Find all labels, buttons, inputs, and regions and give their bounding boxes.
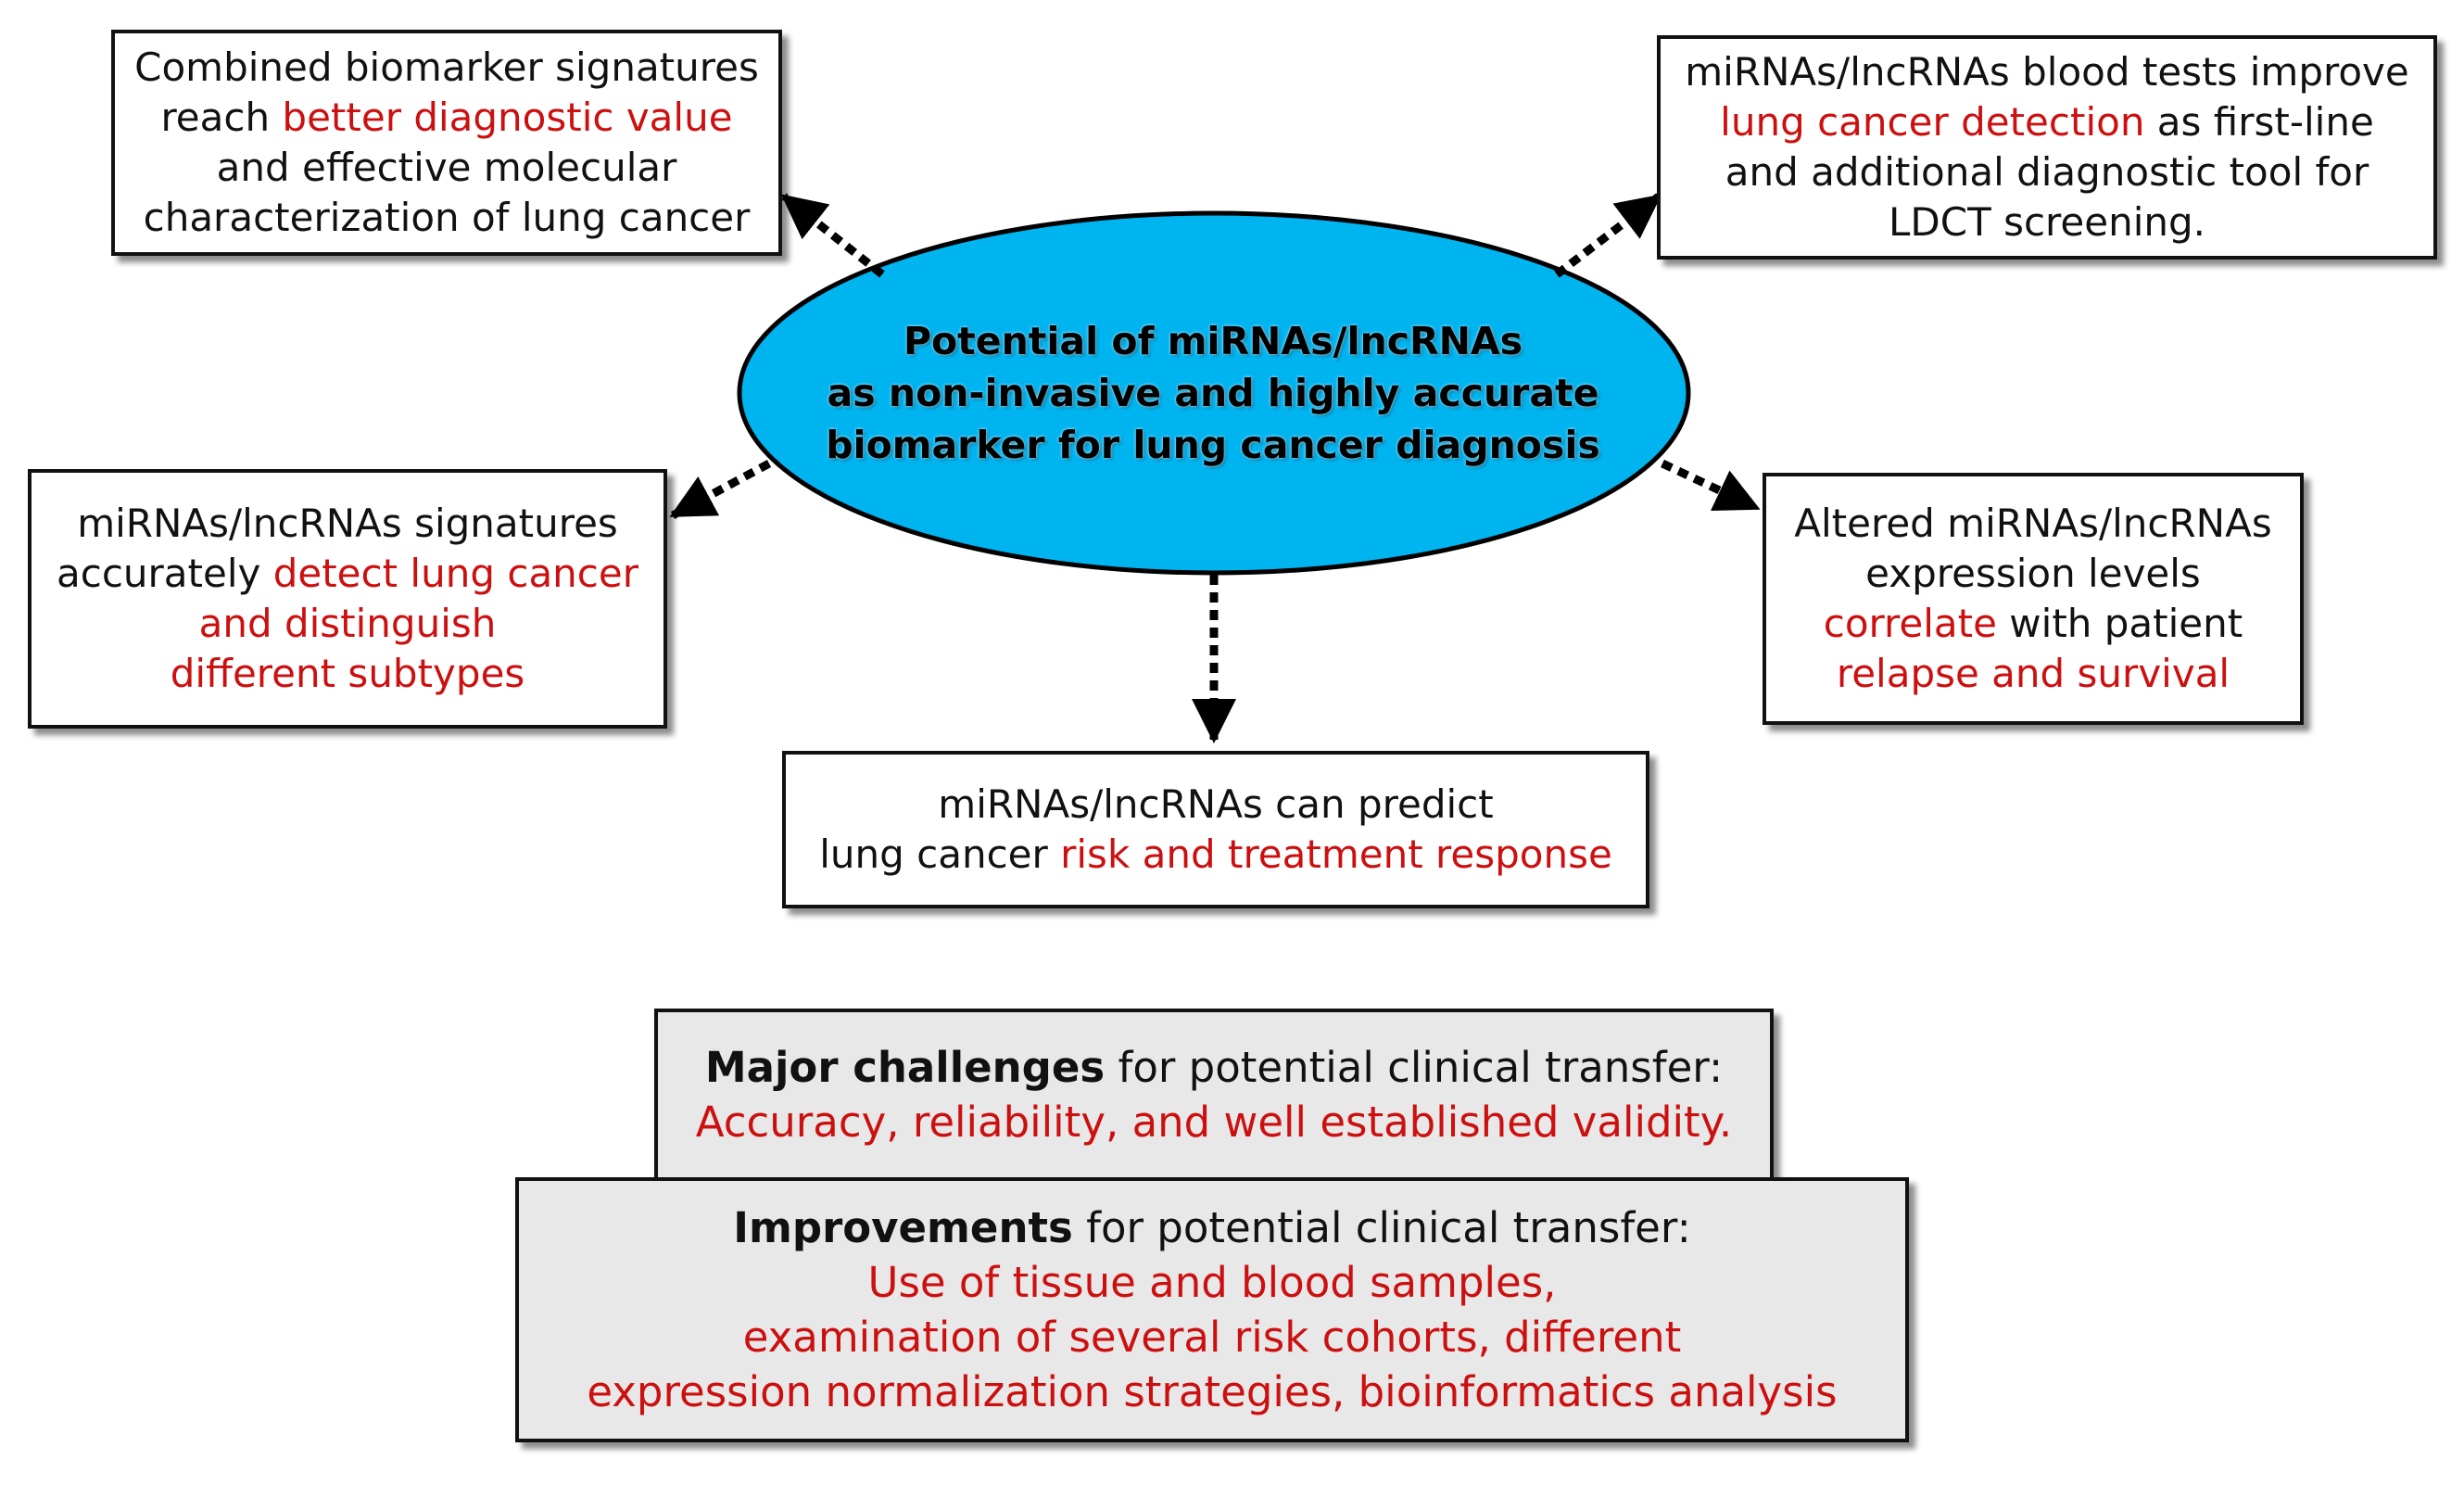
box-line: Major challenges for potential clinical … (696, 1040, 1732, 1095)
box-line: miRNAs/lncRNAs signatures (77, 501, 618, 546)
box-line: LDCT screening. (1889, 199, 2205, 245)
box-line: Combined biomarker signatures (134, 44, 759, 90)
box-line: reach better diagnostic value (134, 93, 759, 143)
hub-line: as non-invasive and highly accurate (827, 371, 1599, 415)
box-line: expression levels (1865, 551, 2201, 596)
box-heading: Major challenges (704, 1043, 1106, 1092)
arrow-to-mid-left (669, 460, 772, 519)
hub-line: biomarker for lung cancer diagnosis (826, 423, 1600, 467)
highlight-text: risk and treatment response (1060, 831, 1612, 877)
box-line: characterization of lung cancer (143, 195, 751, 240)
box-text: reach (160, 95, 283, 140)
highlight-text: lung cancer detection (1720, 99, 2145, 145)
arrow-to-top-right (1554, 193, 1662, 278)
box-text: lung cancer (819, 831, 1061, 877)
hub-label: Potential of miRNAs/lncRNAs as non-invas… (739, 215, 1687, 571)
highlight-line: expression normalization strategies, bio… (587, 1367, 1838, 1416)
highlight-text: better diagnostic value (282, 95, 733, 140)
box-line: miRNAs/lncRNAs can predict (938, 781, 1494, 827)
box-text: as first-line (2144, 99, 2374, 145)
box-text: with patient (1996, 601, 2243, 646)
box-line: correlate with patient (1794, 599, 2271, 649)
highlight-line: Accuracy, reliability, and well establis… (695, 1098, 1733, 1147)
box-line: Altered miRNAs/lncRNAs (1794, 501, 2272, 546)
box-predict-risk: miRNAs/lncRNAs can predict lung cancer r… (782, 751, 1649, 908)
box-text: accurately (56, 551, 273, 596)
highlight-text: correlate (1823, 601, 1997, 646)
highlight-line: relapse and survival (1836, 651, 2230, 696)
highlight-line: examination of several risk cohorts, dif… (742, 1313, 1682, 1362)
box-signatures-detect: miRNAs/lncRNAs signatures accurately det… (28, 469, 667, 729)
box-expression-levels: Altered miRNAs/lncRNAs expression levels… (1763, 473, 2304, 725)
box-line: and additional diagnostic tool for (1725, 149, 2369, 195)
box-combined-signatures: Combined biomarker signatures reach bett… (111, 30, 782, 256)
highlight-text: detect lung cancer (272, 551, 639, 596)
box-blood-tests: miRNAs/lncRNAs blood tests improve lung … (1657, 35, 2437, 260)
highlight-line: and distinguish (198, 601, 497, 646)
box-improvements: Improvements for potential clinical tran… (515, 1177, 1909, 1442)
arrow-to-top-left (780, 193, 885, 278)
highlight-line: Use of tissue and blood samples, (867, 1258, 1557, 1307)
box-text: for potential clinical transfer: (1105, 1043, 1724, 1092)
box-line: and effective molecular (216, 145, 677, 190)
box-line: lung cancer detection as first-line (1685, 97, 2409, 147)
highlight-line: different subtypes (170, 651, 525, 696)
box-line: Improvements for potential clinical tran… (587, 1200, 1837, 1255)
box-line: accurately detect lung cancer (57, 549, 638, 599)
box-text: for potential clinical transfer: (1072, 1203, 1691, 1252)
box-major-challenges: Major challenges for potential clinical … (654, 1009, 1774, 1181)
box-heading: Improvements (733, 1203, 1073, 1252)
hub-line: Potential of miRNAs/lncRNAs (903, 319, 1523, 363)
hub-ellipse (737, 210, 1691, 576)
box-line: miRNAs/lncRNAs blood tests improve (1685, 49, 2409, 95)
box-line: lung cancer risk and treatment response (819, 830, 1612, 880)
